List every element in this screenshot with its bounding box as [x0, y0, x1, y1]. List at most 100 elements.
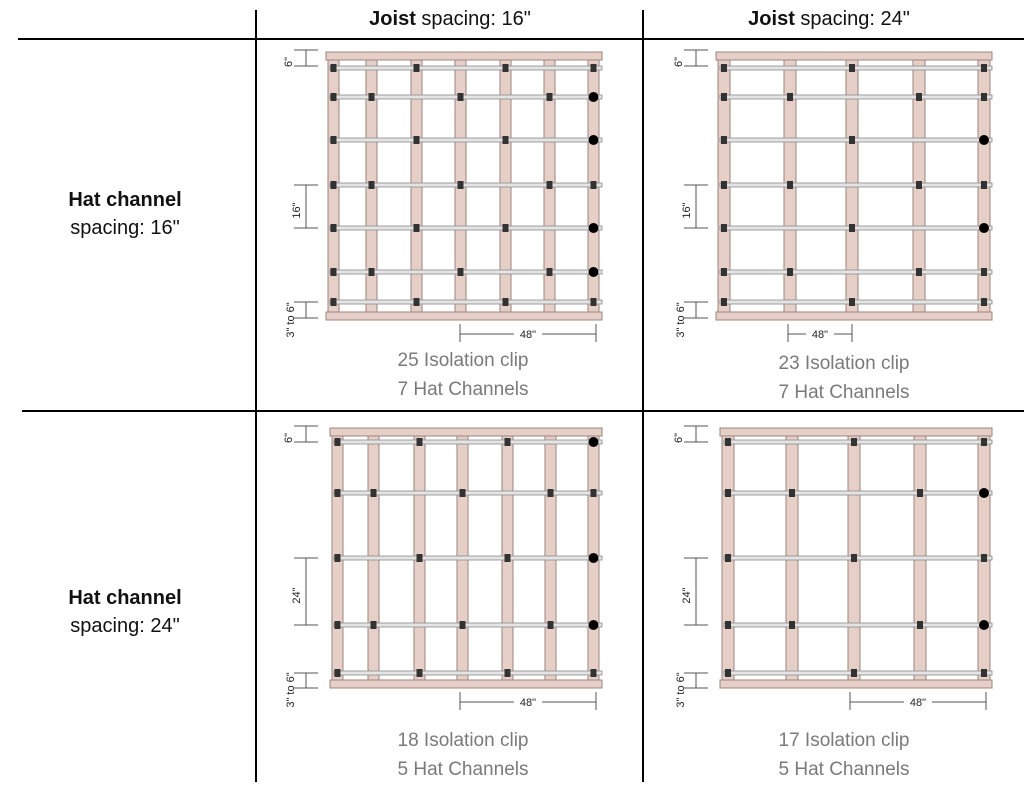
cell-caption-16-16: 25 Isolation clip 7 Hat Channels [258, 346, 668, 404]
isolation-clip [789, 621, 795, 629]
isolation-clip [851, 669, 857, 677]
isolation-clip [917, 621, 923, 629]
rim-board-top [329, 427, 603, 437]
isolation-clip [413, 224, 420, 232]
cell-caption-24-16: 23 Isolation clip 7 Hat Channels [644, 349, 1024, 407]
isolation-clip [721, 181, 727, 189]
row-header-title: Hat channel [68, 189, 182, 211]
isolation-clip [590, 669, 597, 677]
framing-diagram-24-24: 6"24"3" to 6"48" [673, 425, 993, 710]
hat-channel [333, 622, 603, 628]
isolation-clip [334, 621, 341, 629]
dimension-label-width: 48" [910, 697, 926, 709]
isolation-clip-count: 17 Isolation clip [778, 730, 910, 751]
dimension-label-width: 48" [812, 329, 828, 341]
dimension-label-top: 6" [283, 433, 295, 443]
cell-caption-16-24: 18 Isolation clip 5 Hat Channels [258, 726, 668, 784]
end-dot [588, 92, 599, 102]
isolation-clip [368, 268, 375, 276]
isolation-clip [368, 181, 375, 189]
isolation-clip [916, 93, 922, 101]
isolation-clip [330, 181, 337, 189]
dimension-label-bg [514, 327, 542, 341]
isolation-clip [504, 669, 511, 677]
isolation-clip [787, 268, 793, 276]
row-header-title: Hat channel [68, 587, 182, 609]
isolation-clip [590, 298, 597, 306]
rim-board-bottom [719, 679, 993, 689]
isolation-clip [981, 438, 987, 446]
hat-channel [329, 299, 603, 305]
isolation-clip [721, 136, 727, 144]
isolation-clip [725, 669, 731, 677]
isolation-clip [721, 64, 727, 72]
isolation-clip [721, 268, 727, 276]
dimension-label-bottom: 3" to 6" [285, 672, 297, 707]
isolation-clip [725, 489, 731, 497]
rim-board-bottom [329, 679, 603, 689]
isolation-clip [413, 298, 420, 306]
isolation-clip [502, 64, 509, 72]
row-header-spacing: spacing: 24" [70, 615, 180, 637]
isolation-clip [981, 298, 987, 306]
isolation-clip [981, 93, 987, 101]
framing-diagram-24-16: 6"16"3" to 6"48" [673, 49, 993, 342]
end-dot [979, 223, 989, 233]
row-header-hat-24: Hat channel spacing: 24" [20, 584, 230, 640]
isolation-clip [787, 181, 793, 189]
end-dot [979, 488, 989, 498]
hat-channel [723, 622, 993, 628]
end-dot [588, 223, 599, 233]
rim-board-top [325, 51, 603, 61]
isolation-clip [546, 181, 553, 189]
dimension-label-bottom: 3" to 6" [285, 302, 297, 337]
dimension-label-spacing: 16" [681, 202, 693, 218]
hat-channel [329, 225, 603, 231]
framing-diagram-16-24: 6"24"3" to 6"48" [283, 425, 603, 710]
hat-channel [723, 670, 993, 676]
isolation-clip [330, 268, 337, 276]
isolation-clip [330, 298, 337, 306]
isolation-clip [416, 438, 423, 446]
framing-diagram-16-16: 6"16"3" to 6"48" [283, 49, 603, 342]
cell-caption-24-24: 17 Isolation clip 5 Hat Channels [644, 726, 1024, 784]
hat-channel-count: 5 Hat Channels [397, 759, 529, 780]
isolation-clip [334, 438, 341, 446]
isolation-clip [457, 181, 464, 189]
isolation-clip [413, 64, 420, 72]
isolation-clip [546, 93, 553, 101]
isolation-clip [590, 181, 597, 189]
isolation-clip [334, 669, 341, 677]
hat-channel [719, 94, 993, 100]
isolation-clip [459, 621, 466, 629]
hat-channel [333, 490, 603, 496]
isolation-clip [721, 224, 727, 232]
isolation-clip [502, 136, 509, 144]
hat-channel [329, 182, 603, 188]
isolation-clip [721, 93, 727, 101]
column-divider-left [255, 10, 257, 782]
rim-board-top [715, 51, 993, 61]
end-dot [979, 135, 989, 145]
dimension-label-bg [514, 695, 542, 709]
isolation-clip [502, 298, 509, 306]
rim-board-bottom [715, 311, 993, 321]
isolation-clip [330, 64, 337, 72]
isolation-clip [370, 621, 377, 629]
dimension-label-bottom: 3" to 6" [675, 672, 687, 707]
isolation-clip [849, 298, 855, 306]
isolation-clip [725, 554, 731, 562]
hat-channel [719, 299, 993, 305]
isolation-clip [546, 268, 553, 276]
end-dot [588, 620, 599, 630]
isolation-clip [721, 298, 727, 306]
end-dot [588, 437, 599, 447]
isolation-clip [849, 224, 855, 232]
isolation-clip [457, 268, 464, 276]
isolation-clip [368, 93, 375, 101]
column-header-joist-16: Joist spacing: 16" [369, 8, 531, 30]
isolation-clip-count: 25 Isolation clip [397, 350, 529, 371]
dimension-label-bottom: 3" to 6" [675, 302, 687, 337]
hat-channel [719, 269, 993, 275]
column-header-joist-24: Joist spacing: 24" [748, 8, 910, 30]
